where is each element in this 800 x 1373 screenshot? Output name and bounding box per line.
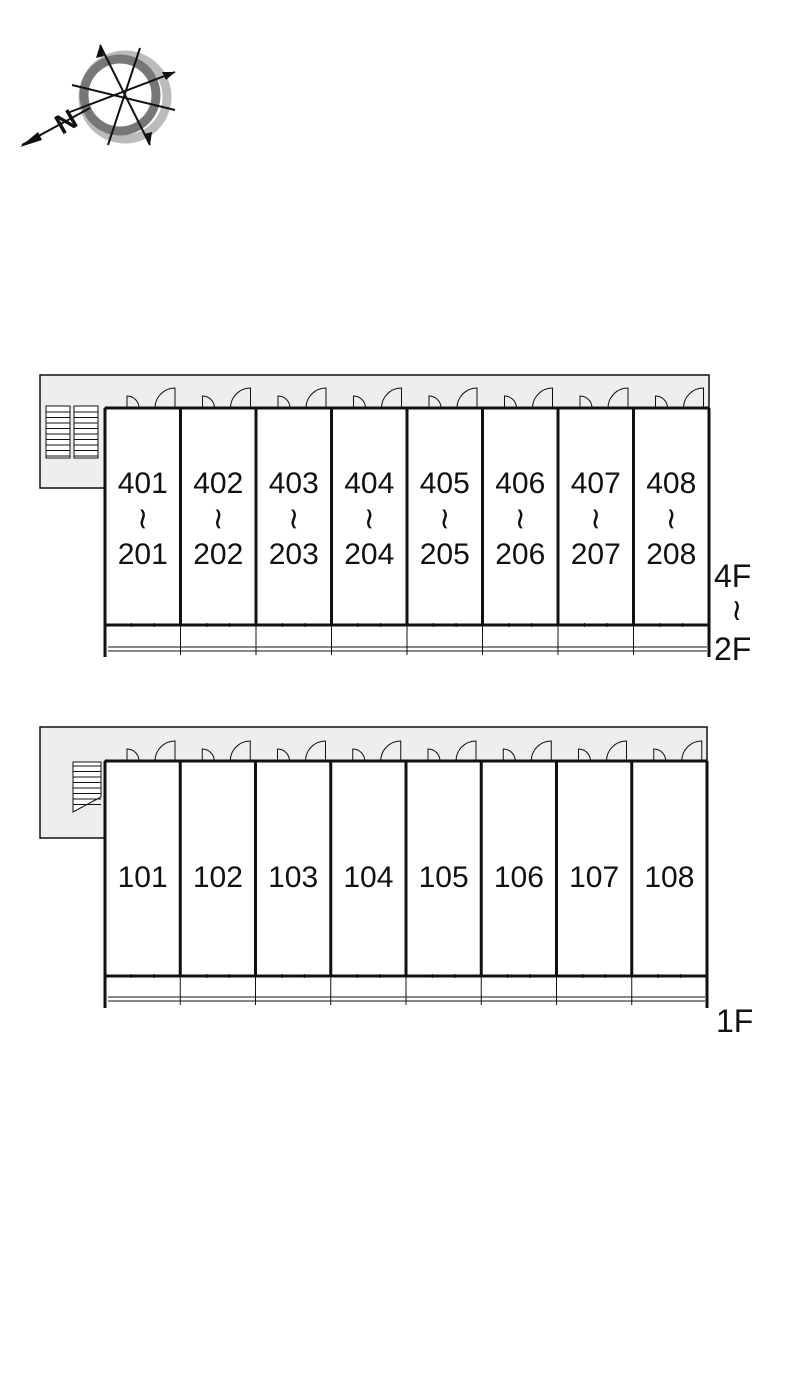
- door-icon: [352, 740, 402, 762]
- door-icon: [126, 740, 176, 762]
- door-icon: [427, 740, 477, 762]
- staircase-icon: [72, 761, 102, 813]
- door-icon: [428, 387, 478, 409]
- unit-number-top: 408: [646, 467, 696, 500]
- door-icon: [655, 387, 704, 409]
- unit-number-bottom: 207: [571, 538, 621, 571]
- lower-block: 101 102 103 104 105 106 107 108 1F: [39, 726, 753, 1039]
- door-icon: [202, 387, 251, 409]
- door-icon: [579, 387, 629, 409]
- unit-range-mark: ~: [351, 506, 386, 531]
- unit-number-bottom: 205: [420, 538, 470, 571]
- unit-number-bottom: 208: [646, 538, 696, 571]
- staircase-icon: [45, 405, 99, 459]
- unit-number-top: 405: [420, 467, 470, 500]
- unit-range-mark: ~: [427, 506, 462, 531]
- unit-number: 106: [494, 861, 544, 894]
- unit-number-top: 406: [495, 467, 545, 500]
- unit-number-top: 402: [193, 467, 243, 500]
- unit-number-top: 403: [269, 467, 319, 500]
- door-icon: [502, 740, 552, 762]
- unit-number-bottom: 203: [269, 538, 319, 571]
- unit-range-mark: ~: [125, 506, 160, 531]
- unit-number: 103: [268, 861, 318, 894]
- door-icon: [353, 387, 402, 409]
- unit-number-top: 404: [344, 467, 394, 500]
- unit-number: 108: [644, 861, 694, 894]
- unit-range-mark: ~: [200, 506, 235, 531]
- unit-number-top: 401: [118, 467, 168, 500]
- floor-label-bottom: 2F: [714, 631, 751, 667]
- unit-number: 102: [193, 861, 243, 894]
- upper-block: 401 ~201 402 ~202 403 ~203 404 ~204 405 ~205 406 ~2…: [39, 374, 754, 667]
- unit-range-mark: ~: [276, 506, 311, 531]
- door-icon: [201, 740, 251, 762]
- unit-number-bottom: 202: [193, 538, 243, 571]
- unit-number-bottom: 206: [495, 538, 545, 571]
- unit-number: 104: [343, 861, 393, 894]
- unit-number-bottom: 204: [344, 538, 394, 571]
- floor-range-mark: ~: [719, 598, 754, 623]
- floor-label-top: 4F: [714, 558, 751, 594]
- unit-range-mark: ~: [502, 506, 537, 531]
- door-icon: [653, 740, 703, 762]
- door-icon: [578, 740, 627, 762]
- unit-number-top: 407: [571, 467, 621, 500]
- unit-number: 101: [118, 861, 168, 894]
- unit-range-mark: ~: [578, 506, 613, 531]
- door-icon: [277, 740, 326, 762]
- door-icon: [277, 387, 327, 409]
- door-icon: [126, 387, 176, 409]
- door-icon: [504, 387, 553, 409]
- unit-range-mark: ~: [653, 506, 688, 531]
- floor-label-1f: 1F: [716, 1003, 753, 1039]
- unit-number: 107: [569, 861, 619, 894]
- unit-number: 105: [419, 861, 469, 894]
- compass-icon: N: [20, 44, 176, 147]
- unit-number-bottom: 201: [118, 538, 168, 571]
